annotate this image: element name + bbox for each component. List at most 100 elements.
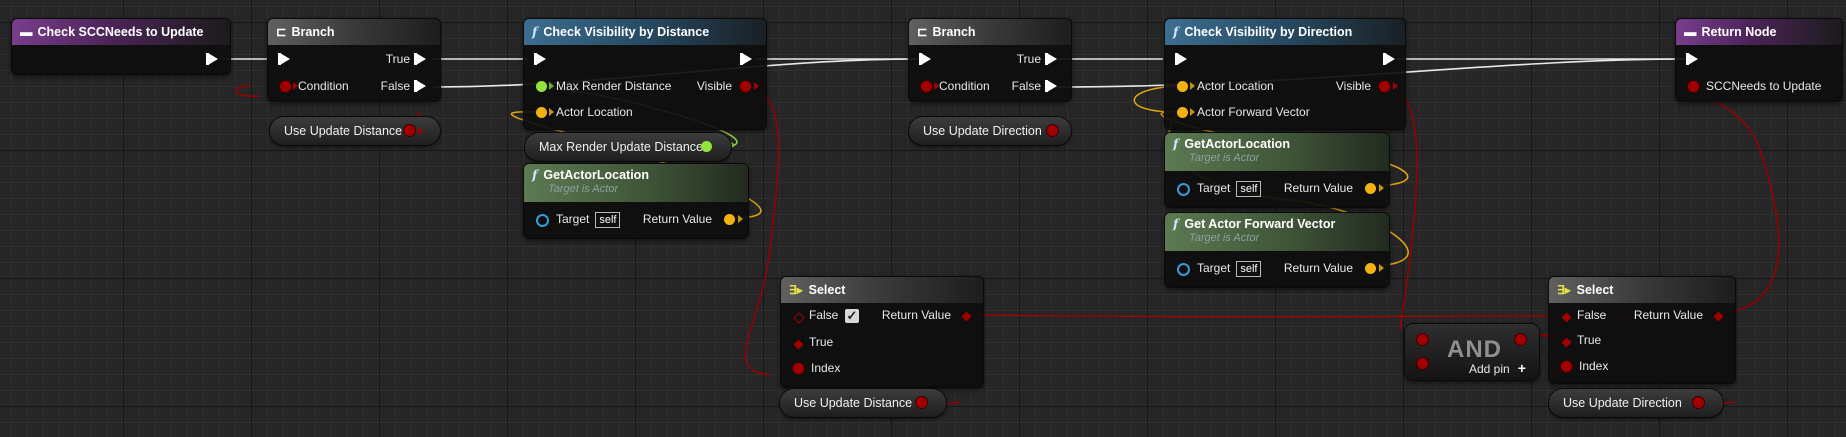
pin-arrow: [1393, 82, 1398, 90]
variable-use-update-direction[interactable]: Use Update Direction: [909, 117, 1071, 145]
exec-in-pin[interactable]: [1686, 53, 1698, 65]
variable-use-update-direction-2[interactable]: Use Update Direction: [1549, 389, 1723, 417]
false-checkbox[interactable]: ✓: [845, 308, 859, 323]
target-pin[interactable]: [1177, 263, 1190, 276]
variable-use-update-distance[interactable]: Use Update Distance: [270, 117, 440, 145]
select-node[interactable]: ∃▸Select False ✓ Return Value True Index: [781, 277, 983, 387]
self-field[interactable]: self: [595, 212, 621, 228]
select-icon: ∃▸: [789, 283, 803, 297]
vector-in-pin[interactable]: [536, 107, 547, 118]
false-label: False: [809, 308, 839, 322]
float-in-pin[interactable]: [536, 81, 547, 92]
exec-out-pin[interactable]: [740, 53, 752, 65]
node-title: Select: [808, 283, 846, 297]
vector-in-pin[interactable]: [1177, 81, 1188, 92]
exec-false-pin[interactable]: [414, 80, 426, 92]
true-pin[interactable]: [793, 339, 804, 350]
return-value-pin[interactable]: [1713, 311, 1724, 322]
self-field[interactable]: self: [1236, 261, 1262, 277]
exec-in-pin[interactable]: [534, 53, 546, 65]
node-header: ⊏Branch: [268, 19, 440, 45]
visible-out-pin[interactable]: [1379, 81, 1390, 92]
vector-out-pin[interactable]: [1365, 263, 1376, 274]
target-label: Target: [1197, 181, 1231, 195]
function-icon: f: [1173, 136, 1179, 151]
exec-out-pin[interactable]: [206, 53, 218, 65]
node-title: Branch: [932, 25, 976, 39]
bool-out-pin[interactable]: [1047, 125, 1058, 136]
branch-node[interactable]: ⊏Branch True Condition False: [268, 19, 440, 101]
and-node[interactable]: AND Add pin+: [1405, 324, 1539, 380]
and-input-b-pin[interactable]: [1417, 358, 1428, 369]
condition-label: Condition: [298, 79, 349, 93]
bool-out-pin[interactable]: [404, 125, 415, 136]
pin-arrow: [1379, 184, 1384, 192]
bool-out-pin[interactable]: [1693, 397, 1704, 408]
index-pin[interactable]: [1561, 361, 1572, 372]
true-pin[interactable]: [1561, 337, 1572, 348]
variable-max-render-update-distance[interactable]: Max Render Update Distance: [525, 133, 731, 161]
target-row: Target self: [556, 209, 621, 229]
actor-location-label: Actor Location: [556, 105, 633, 119]
variable-use-update-distance-2[interactable]: Use Update Distance: [780, 389, 946, 417]
true-label: True: [385, 52, 410, 66]
condition-pin[interactable]: [921, 81, 932, 92]
sccneeds-label: SCCNeeds to Update: [1706, 79, 1822, 93]
exec-out-pin[interactable]: [1383, 53, 1395, 65]
return-node[interactable]: ▬Return Node SCCNeeds to Update: [1676, 19, 1842, 101]
function-icon: f: [532, 24, 538, 39]
exec-false-pin[interactable]: [1045, 80, 1057, 92]
node-header: ▬Check SCCNeeds to Update: [12, 19, 230, 45]
select-node-2[interactable]: ∃▸Select False Return Value True Index: [1549, 277, 1735, 383]
exec-in-pin[interactable]: [278, 53, 290, 65]
bool-out-pin[interactable]: [916, 397, 927, 408]
target-label: Target: [556, 212, 590, 226]
vector-out-pin[interactable]: [724, 214, 735, 225]
exec-true-pin[interactable]: [1045, 53, 1057, 65]
visible-label: Visible: [1335, 79, 1371, 93]
true-label: True: [1016, 52, 1041, 66]
true-label: True: [1577, 333, 1602, 347]
sccneeds-pin[interactable]: [1688, 81, 1699, 92]
and-input-a-pin[interactable]: [1417, 334, 1428, 345]
return-value-pin[interactable]: [961, 311, 972, 322]
target-pin[interactable]: [536, 214, 549, 227]
function-entry-node[interactable]: ▬Check SCCNeeds to Update: [12, 19, 230, 74]
self-field[interactable]: self: [1236, 181, 1262, 197]
false-label: False: [1011, 79, 1041, 93]
return-value-label: Return Value: [642, 212, 712, 226]
vector-out-pin[interactable]: [1365, 183, 1376, 194]
actor-location-label: Actor Location: [1197, 79, 1274, 93]
node-header: ∃▸ Select: [781, 277, 983, 303]
visible-out-pin[interactable]: [740, 81, 751, 92]
and-output-pin[interactable]: [1515, 334, 1526, 345]
target-row: Target self: [1197, 178, 1262, 198]
pin-arrow: [1379, 264, 1384, 272]
target-pin[interactable]: [1177, 183, 1190, 196]
node-subtitle: Target is Actor: [548, 183, 619, 195]
index-pin[interactable]: [793, 363, 804, 374]
branch-node-2[interactable]: ⊏Branch True Condition False: [909, 19, 1071, 101]
false-pin[interactable]: [1561, 312, 1572, 323]
false-pin[interactable]: [793, 312, 805, 324]
exec-true-pin[interactable]: [414, 53, 426, 65]
node-title: Return Node: [1701, 25, 1777, 39]
pin-arrow: [934, 82, 939, 90]
condition-pin[interactable]: [280, 81, 291, 92]
exec-in-pin[interactable]: [919, 53, 931, 65]
plus-icon: +: [1517, 360, 1526, 376]
vector-in-pin-2[interactable]: [1177, 107, 1188, 118]
exec-in-pin[interactable]: [1175, 53, 1187, 65]
true-label: True: [809, 335, 834, 349]
add-pin-button[interactable]: Add pin+: [1469, 358, 1526, 378]
float-out-pin[interactable]: [701, 141, 712, 152]
